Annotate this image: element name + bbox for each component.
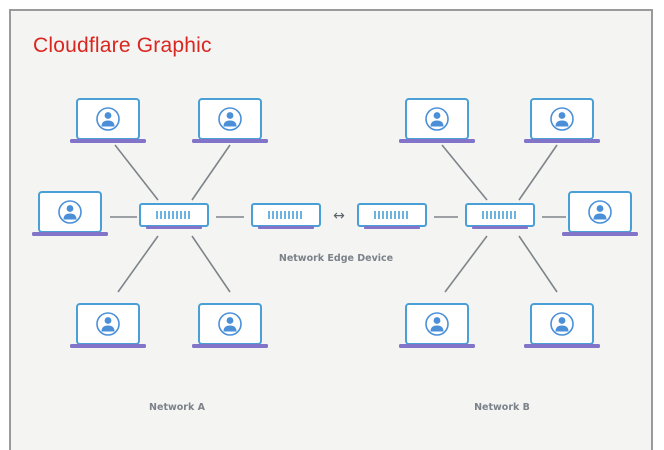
edge-device-icon <box>251 203 321 230</box>
laptop-icon <box>523 98 601 144</box>
laptop-icon <box>561 191 639 237</box>
laptop-icon <box>69 303 147 349</box>
connection-lines <box>110 144 566 293</box>
network-switch-icon <box>465 203 535 230</box>
laptop-icon <box>191 303 269 349</box>
network-b-label: Network B <box>474 402 530 413</box>
network-a-label: Network A <box>149 402 206 413</box>
edge-device-label: Network Edge Device <box>279 253 393 264</box>
laptop-icon <box>398 303 476 349</box>
laptop-icon <box>523 303 601 349</box>
graphic-title: Cloudflare Graphic <box>33 34 212 57</box>
network-switch-icon <box>139 203 209 230</box>
bidirectional-arrow-icon: ↔ <box>333 208 345 224</box>
laptop-icon <box>69 98 147 144</box>
edge-device-icon <box>357 203 427 230</box>
graphic-frame <box>9 9 653 450</box>
laptop-icon <box>398 98 476 144</box>
laptop-icon <box>31 191 109 237</box>
laptop-icon <box>191 98 269 144</box>
